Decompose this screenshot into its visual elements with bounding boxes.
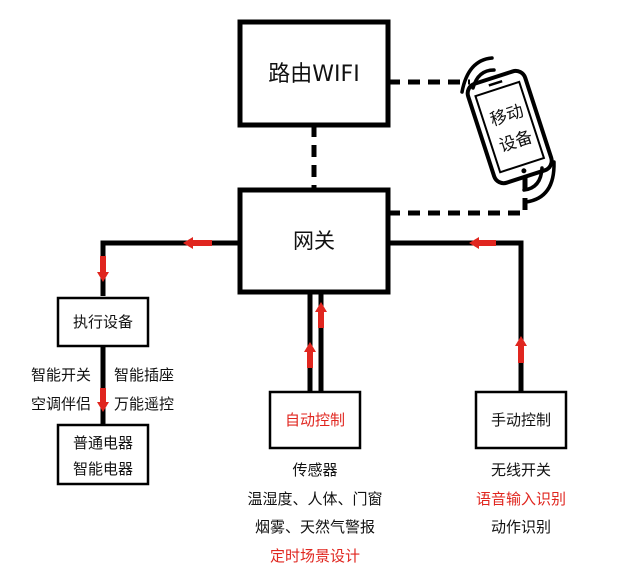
auto-control-label: 自动控制	[284, 411, 346, 429]
device-universal-remote: 万能遥控	[114, 395, 175, 413]
device-ac-companion: 空调伴侣	[31, 395, 92, 413]
arrow-auto-up-lower-shaft	[307, 351, 313, 368]
manual-source-voice-recognition: 语音输入识别	[475, 490, 567, 508]
link-gateway-executor	[100, 240, 240, 296]
arrow-manual-up-shaft	[518, 345, 524, 363]
device-smart-socket: 智能插座	[114, 366, 175, 384]
arrow-manual-up	[515, 336, 527, 346]
signal-waves-icon	[460, 56, 556, 204]
appliance-label-line2: 智能电器	[72, 460, 134, 478]
arrow-to-executor-vertical	[97, 272, 109, 282]
appliance-label-line1: 普通电器	[72, 434, 134, 452]
sensor-types-line1: 温湿度、人体、门窗	[247, 490, 383, 508]
arrow-manual-left	[469, 237, 479, 249]
link-manual-gateway	[388, 240, 524, 392]
mobile-phone-icon	[465, 68, 554, 186]
arrow-manual-left-shaft	[478, 240, 496, 246]
manual-control-label: 手动控制	[490, 411, 552, 429]
sensor-title: 传感器	[292, 461, 338, 479]
device-smart-switch: 智能开关	[31, 366, 92, 384]
executor-box	[56, 296, 150, 348]
gateway-box	[237, 187, 391, 295]
arrow-to-appliance	[97, 402, 109, 412]
arrow-auto-up-upper-shaft	[318, 311, 324, 328]
manual-source-wireless-switch: 无线开关	[490, 461, 552, 479]
arrow-to-appliance-shaft	[100, 388, 106, 403]
arrow-auto-up-upper	[315, 302, 327, 312]
manual-control-box	[474, 390, 568, 450]
sensor-types-line2: 烟雾、天然气警报	[254, 518, 376, 536]
timed-scene-design: 定时场景设计	[269, 547, 361, 565]
auto-control-box	[268, 390, 362, 450]
arrow-to-executor-horizontal	[183, 237, 193, 249]
manual-source-gesture-recognition: 动作识别	[490, 518, 552, 536]
router-box	[237, 19, 391, 128]
arrow-to-executor-horizontal-shaft	[192, 240, 212, 246]
gateway-label: 网关	[293, 229, 335, 253]
arrow-auto-up-lower	[304, 342, 316, 352]
executor-label: 执行设备	[72, 313, 134, 331]
router-label: 路由WIFI	[268, 62, 360, 87]
arrow-to-executor-vertical-shaft	[100, 256, 106, 273]
appliance-box	[56, 423, 150, 486]
